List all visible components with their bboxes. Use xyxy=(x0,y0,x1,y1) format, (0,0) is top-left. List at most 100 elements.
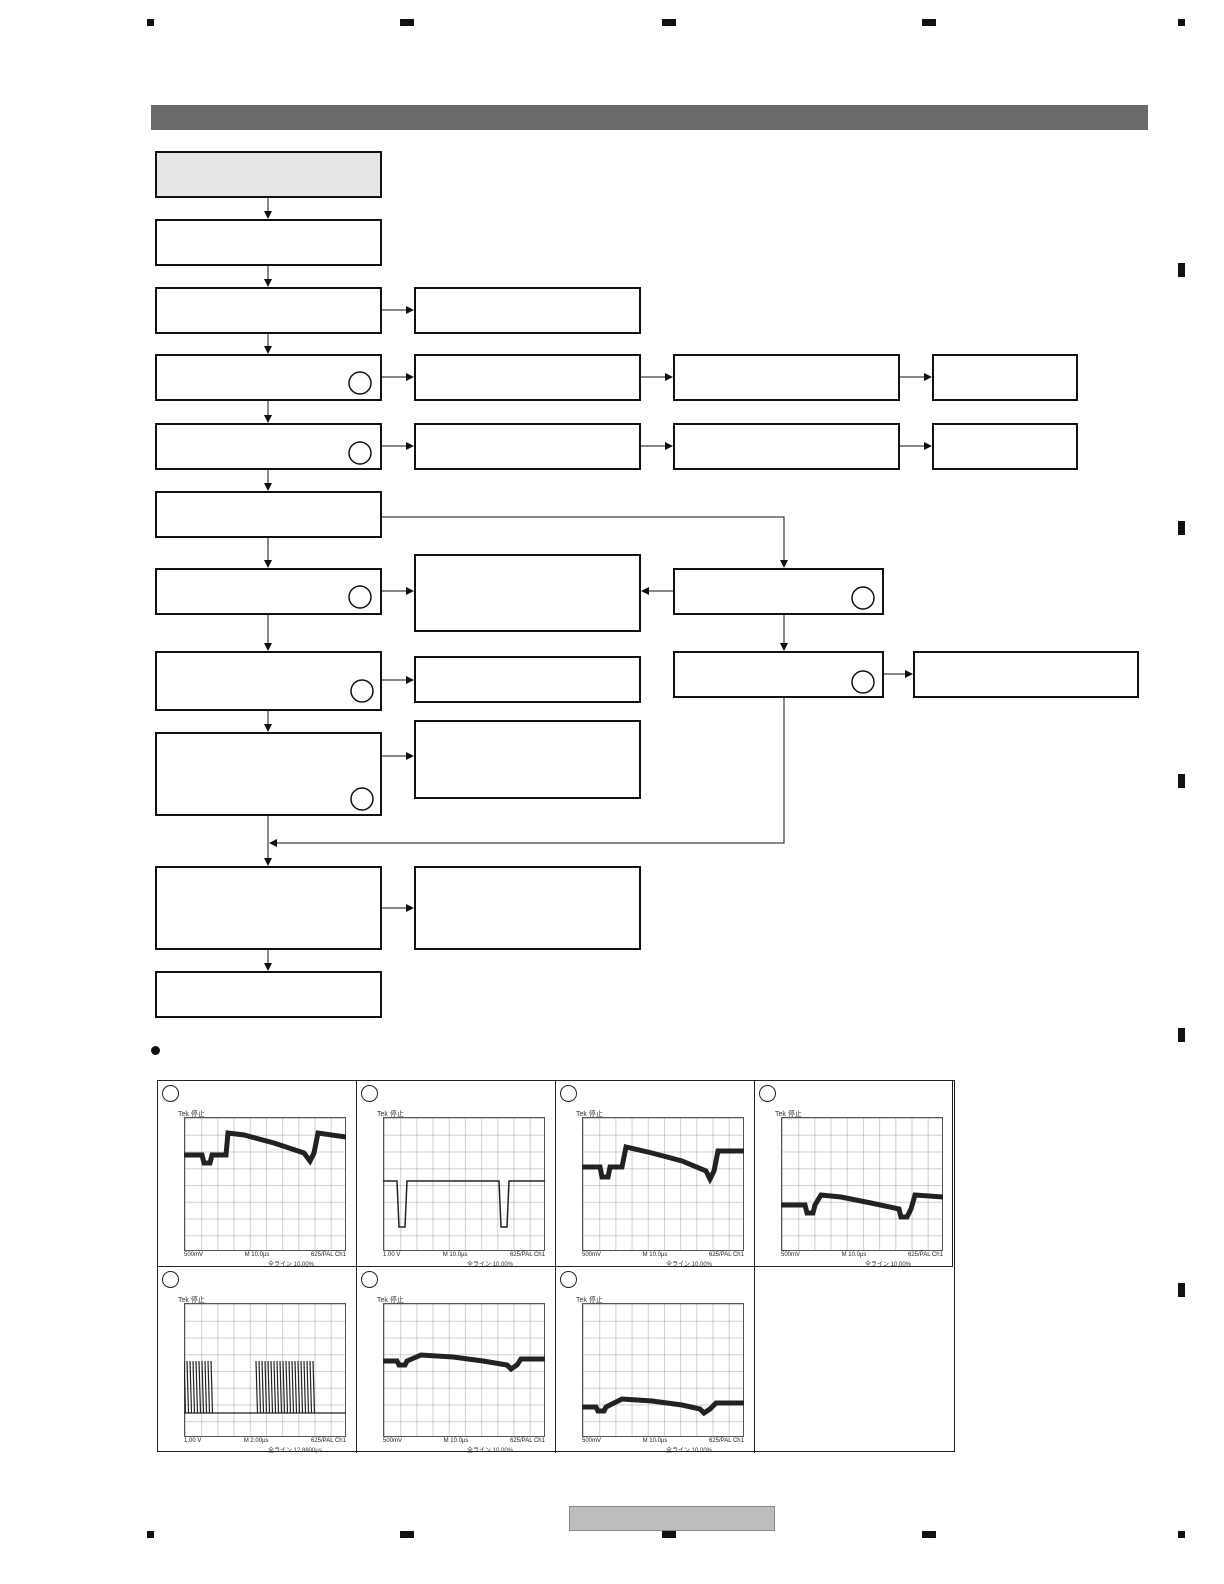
flow-box xyxy=(414,554,641,632)
scope-readout-value: 500mV xyxy=(781,1252,801,1258)
registration-mark xyxy=(1178,774,1185,788)
flow-box xyxy=(155,287,382,334)
flow-box xyxy=(155,971,382,1018)
scope-readout-value: M 2.00µs xyxy=(243,1438,269,1444)
oscilloscope-screen xyxy=(781,1117,943,1251)
waveform-trace xyxy=(383,1180,545,1228)
flow-box xyxy=(155,568,382,615)
scope-readout-value: 625/PAL Ch1 xyxy=(708,1438,744,1444)
registration-mark xyxy=(922,19,936,26)
scope-trigger-readout: 全ライン 10.00% xyxy=(467,1448,514,1454)
scope-readout-value: 625/PAL Ch1 xyxy=(509,1252,545,1258)
test-point-marker xyxy=(348,585,372,609)
test-point-marker xyxy=(350,679,374,703)
scope-brand-label: Tek 停止 xyxy=(178,1297,205,1304)
scope-brand-label: Tek 停止 xyxy=(775,1111,802,1118)
registration-mark xyxy=(1178,1531,1185,1538)
flow-box xyxy=(414,287,641,334)
waveform-line xyxy=(383,1352,545,1373)
flow-box xyxy=(155,732,382,816)
scope-readout-value: M 10.0µs xyxy=(642,1438,668,1444)
waveform-trace xyxy=(184,1130,346,1166)
scope-trigger-readout: 全ライン 10.00% xyxy=(467,1262,514,1268)
scope-trigger-readout: 全ライン 12.8800µs xyxy=(268,1448,322,1454)
waveform-trace xyxy=(383,1352,545,1373)
waveform-marker xyxy=(361,1085,378,1102)
scope-brand-label: Tek 停止 xyxy=(377,1297,404,1304)
waveform-line xyxy=(184,1130,346,1166)
waveform-marker xyxy=(162,1085,179,1102)
scope-readout-value: 625/PAL Ch1 xyxy=(907,1252,943,1258)
flow-box xyxy=(414,866,641,950)
flow-box xyxy=(932,423,1078,470)
scope-readout-value: 625/PAL Ch1 xyxy=(708,1252,744,1258)
waveform-line xyxy=(383,1180,545,1228)
registration-mark xyxy=(662,19,676,26)
oscilloscope-screen xyxy=(383,1303,545,1437)
registration-mark xyxy=(662,1531,676,1538)
scope-trigger-readout: 全ライン 10.00% xyxy=(865,1262,912,1268)
scope-trigger-readout: 全ライン 10.00% xyxy=(268,1262,315,1268)
scope-readout-value: 625/PAL Ch1 xyxy=(310,1252,346,1258)
flow-box xyxy=(155,219,382,266)
flow-box xyxy=(913,651,1139,698)
bullet-dot xyxy=(151,1046,160,1055)
scope-readout-value: M 10.0µs xyxy=(443,1438,469,1444)
flow-arrow xyxy=(381,516,788,568)
scope-readout: 1.00 V M 10.0µs 625/PAL Ch1 xyxy=(383,1252,545,1258)
waveform-line xyxy=(582,1396,744,1417)
footer-page-box xyxy=(569,1506,775,1531)
flow-box xyxy=(932,354,1078,401)
waveform-trace xyxy=(184,1360,346,1414)
waveform-line xyxy=(184,1360,346,1414)
oscilloscope-screen xyxy=(582,1117,744,1251)
scope-readout-value: 1.00 V xyxy=(184,1438,202,1444)
oscilloscope-screen xyxy=(582,1303,744,1437)
flow-box xyxy=(155,491,382,538)
waveform-marker xyxy=(560,1085,577,1102)
scope-readout-value: 500mV xyxy=(582,1252,602,1258)
flow-box xyxy=(155,866,382,950)
scope-readout-value: 625/PAL Ch1 xyxy=(310,1438,346,1444)
registration-mark xyxy=(1178,19,1185,26)
registration-mark xyxy=(147,19,154,26)
section-header-bar xyxy=(151,105,1148,130)
test-point-marker xyxy=(348,441,372,465)
test-point-marker xyxy=(350,787,374,811)
scope-readout-value: 1.00 V xyxy=(383,1252,401,1258)
flow-arrow xyxy=(269,697,785,847)
waveform-panel: Tek 停止 1.00 V M 2.00µs 625/PAL Ch1 全ライン 12.8… xyxy=(158,1267,357,1454)
flow-box xyxy=(673,568,884,615)
waveform-trace xyxy=(582,1396,744,1417)
flow-box xyxy=(414,423,641,470)
registration-mark xyxy=(400,19,414,26)
waveform-line xyxy=(781,1192,943,1220)
flow-box xyxy=(155,651,382,711)
flow-box xyxy=(673,423,900,470)
registration-mark xyxy=(400,1531,414,1538)
scope-readout-value: M 10.0µs xyxy=(642,1252,668,1258)
registration-mark xyxy=(1178,263,1185,277)
scope-readout: 1.00 V M 2.00µs 625/PAL Ch1 xyxy=(184,1438,346,1444)
waveform-marker xyxy=(560,1271,577,1288)
scope-readout-value: M 10.0µs xyxy=(244,1252,270,1258)
scope-trigger-readout: 全ライン 10.00% xyxy=(666,1448,713,1454)
test-point-marker xyxy=(348,371,372,395)
flow-box xyxy=(414,656,641,703)
flow-box xyxy=(414,354,641,401)
scope-readout-value: 625/PAL Ch1 xyxy=(509,1438,545,1444)
scope-readout-value: M 10.0µs xyxy=(442,1252,468,1258)
flow-box xyxy=(673,651,884,698)
scope-brand-label: Tek 停止 xyxy=(576,1111,603,1118)
flow-box-start xyxy=(155,151,382,198)
